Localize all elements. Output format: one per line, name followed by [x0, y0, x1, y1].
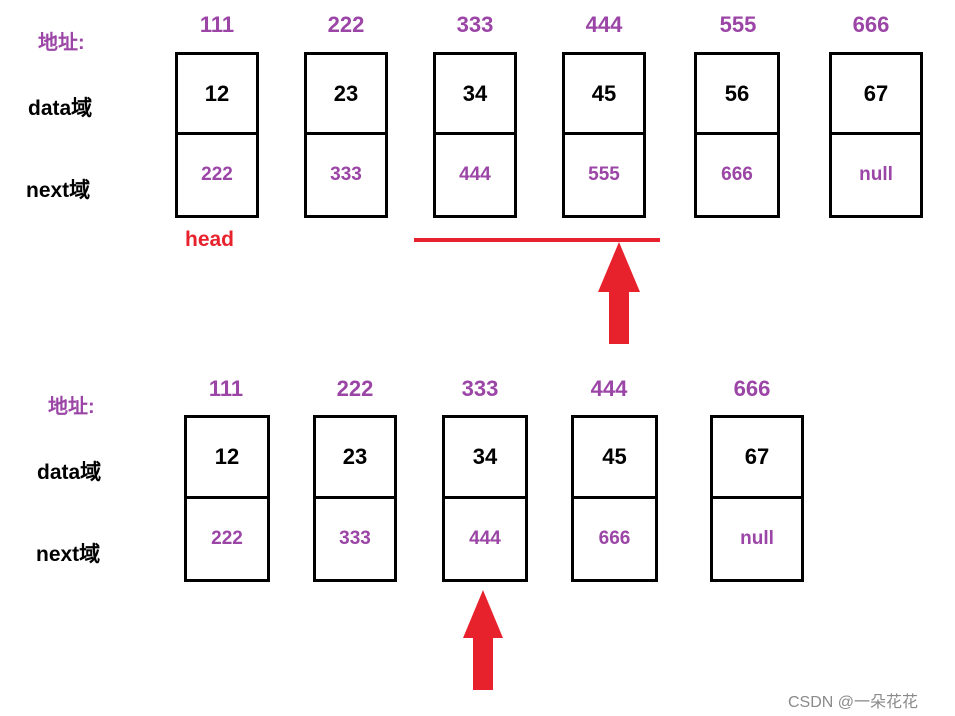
top-data-label: data域	[28, 97, 93, 120]
head-label: head	[185, 228, 235, 251]
bottom-node-4-data: 45	[602, 443, 627, 469]
bottom-node-1-data: 12	[214, 443, 240, 469]
top-node-3-next: 444	[459, 164, 491, 185]
bottom-node-2-data: 23	[342, 443, 368, 469]
bottom-node-3: 34 444	[442, 415, 528, 582]
top-node-6-next: null	[859, 164, 893, 185]
top-node-2: 23 333	[304, 52, 388, 218]
top-next-label: next域	[26, 179, 91, 202]
bottom-node-2-next: 333	[339, 527, 371, 549]
bottom-node-3-address: 333	[461, 376, 499, 401]
bottom-node-1: 12 222	[184, 415, 270, 582]
top-node-1-next: 222	[201, 164, 233, 185]
top-node-5-next: 666	[721, 164, 753, 185]
top-node-4-address: 444	[585, 12, 623, 37]
top-node-6-data: 67	[863, 80, 889, 106]
top-node-2-address: 222	[327, 12, 365, 37]
bottom-address-label: 地址:	[48, 396, 95, 418]
top-node-3: 34 444	[433, 52, 517, 218]
bottom-node-4: 45 666	[571, 415, 658, 582]
bottom-node-3-next: 444	[469, 527, 501, 549]
top-node-1-address: 111	[199, 12, 235, 37]
top-node-3-address: 333	[456, 12, 494, 37]
top-node-5: 56 666	[694, 52, 780, 218]
bottom-node-4-next: 666	[598, 527, 631, 549]
top-node-2-next: 333	[330, 164, 362, 185]
top-node-4-next: 555	[588, 164, 620, 185]
up-arrow-icon-bottom	[463, 590, 503, 690]
bottom-node-3-data: 34	[472, 443, 498, 469]
top-node-5-address: 555	[719, 12, 757, 37]
top-node-2-data: 23	[333, 80, 359, 106]
bottom-node-1-next: 222	[211, 527, 243, 549]
top-node-1: 12 222	[175, 52, 259, 218]
bottom-node-5: 67 null	[710, 415, 804, 582]
bottom-data-label: data域	[37, 461, 102, 484]
removal-line	[414, 238, 660, 242]
bottom-node-4-address: 444	[590, 376, 628, 401]
top-node-5-data: 56	[724, 80, 750, 106]
top-node-4: 45 555	[562, 52, 646, 218]
bottom-node-2-address: 222	[336, 376, 374, 401]
bottom-next-label: next域	[36, 543, 101, 566]
bottom-node-1-address: 111	[208, 376, 244, 401]
top-node-1-data: 12	[204, 80, 230, 106]
bottom-node-2: 23 333	[313, 415, 397, 582]
top-node-6: 67 null	[829, 52, 923, 218]
bottom-node-5-address: 666	[733, 376, 771, 401]
top-address-label: 地址:	[38, 32, 85, 54]
up-arrow-icon-top	[598, 242, 640, 344]
top-node-4-data: 45	[591, 80, 617, 106]
bottom-node-5-data: 67	[744, 443, 770, 469]
watermark: CSDN @一朵花花	[788, 694, 919, 711]
bottom-node-5-next: null	[740, 527, 774, 549]
top-node-3-data: 34	[462, 80, 488, 106]
top-node-6-address: 666	[852, 12, 890, 37]
